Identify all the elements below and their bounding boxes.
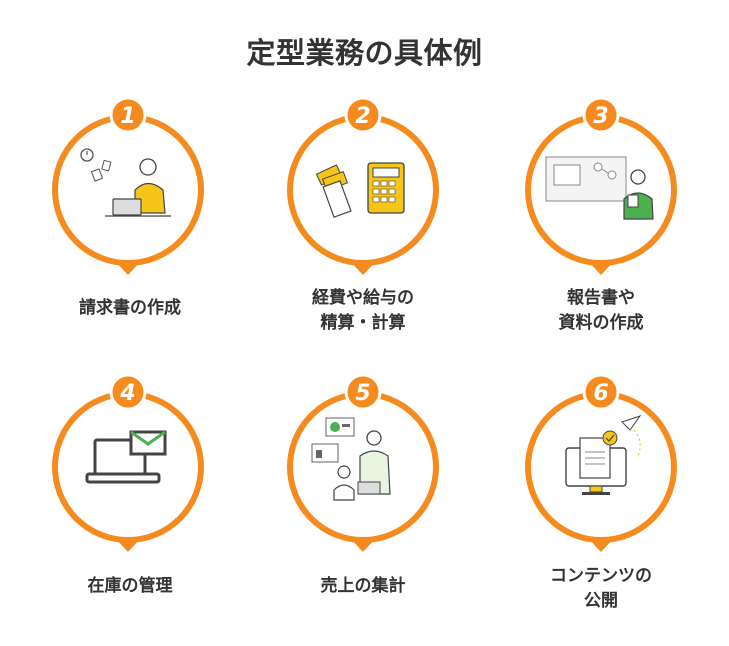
item-3-label: 報告書や 資料の作成 bbox=[558, 288, 644, 333]
item-6-label: コンテンツの 公開 bbox=[550, 566, 652, 611]
item-2-circle: 2 bbox=[278, 95, 448, 277]
item-3-number: 3 bbox=[593, 104, 608, 129]
person-phone-laptop-icon bbox=[80, 148, 171, 217]
item-3-circle: 3 bbox=[516, 95, 686, 277]
item-2-number: 2 bbox=[355, 104, 370, 129]
page-title: 定型業務の具体例 bbox=[246, 36, 483, 70]
item-5-number: 5 bbox=[355, 381, 370, 406]
laptop-envelope-icon bbox=[85, 430, 167, 484]
receipts-calculator-icon bbox=[315, 162, 405, 218]
item-6-circle: 6 bbox=[516, 372, 686, 554]
monitor-document-paperplane-icon bbox=[565, 415, 642, 495]
item-5-label: 売上の集計 bbox=[320, 576, 406, 596]
item-6-number: 6 bbox=[593, 381, 608, 406]
item-5-circle: 5 bbox=[278, 372, 448, 554]
presenter-whiteboard-icon bbox=[545, 156, 654, 220]
item-2-label: 経費や給与の 精算・計算 bbox=[312, 288, 414, 333]
team-meeting-charts-icon bbox=[311, 417, 391, 501]
item-4-label: 在庫の管理 bbox=[87, 576, 173, 596]
item-1-circle: 1 bbox=[43, 95, 213, 277]
item-1-number: 1 bbox=[120, 104, 135, 129]
item-4-circle: 4 bbox=[43, 372, 213, 554]
item-1-label: 請求書の作成 bbox=[79, 298, 181, 318]
item-4-number: 4 bbox=[119, 381, 135, 406]
